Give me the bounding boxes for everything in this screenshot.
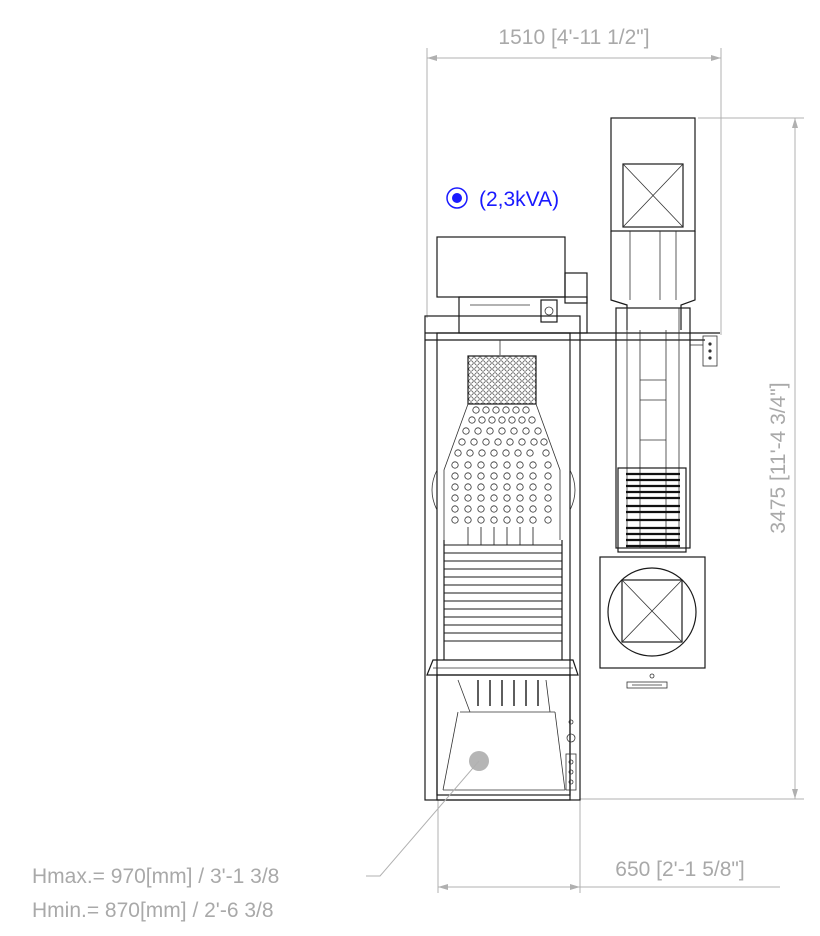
overall-height-label: 3475 [11'-4 3/4"] xyxy=(767,382,790,533)
conveyor-slats xyxy=(444,544,562,642)
overall-width-label: 1510 [4'-11 1/2"] xyxy=(498,26,649,49)
hmin-note: Hmin.= 870[mm] / 2'-6 3/8 xyxy=(32,899,274,922)
feeder-machine-outline xyxy=(424,236,720,801)
overall-height-dimension: 3475 [11'-4 3/4"] xyxy=(580,117,804,800)
height-notes: Hmax.= 970[mm] / 3'-1 3/8 Hmin.= 870[mm]… xyxy=(32,760,480,922)
power-rating-label: (2,3kVA) xyxy=(479,188,559,211)
overall-width-dimension: 1510 [4'-11 1/2"] xyxy=(426,26,722,335)
conveyor-width-dimension: 650 [2'-1 5/8"] xyxy=(437,800,780,893)
nozzle-array xyxy=(451,406,552,545)
mesh-screen xyxy=(467,355,537,405)
power-marker: (2,3kVA) xyxy=(446,187,559,211)
hmax-note: Hmax.= 970[mm] / 3'-1 3/8 xyxy=(32,865,279,888)
elevator-column-outline xyxy=(599,117,718,689)
conveyor-width-label: 650 [2'-1 5/8"] xyxy=(615,858,744,881)
power-connection-icon xyxy=(446,187,468,209)
